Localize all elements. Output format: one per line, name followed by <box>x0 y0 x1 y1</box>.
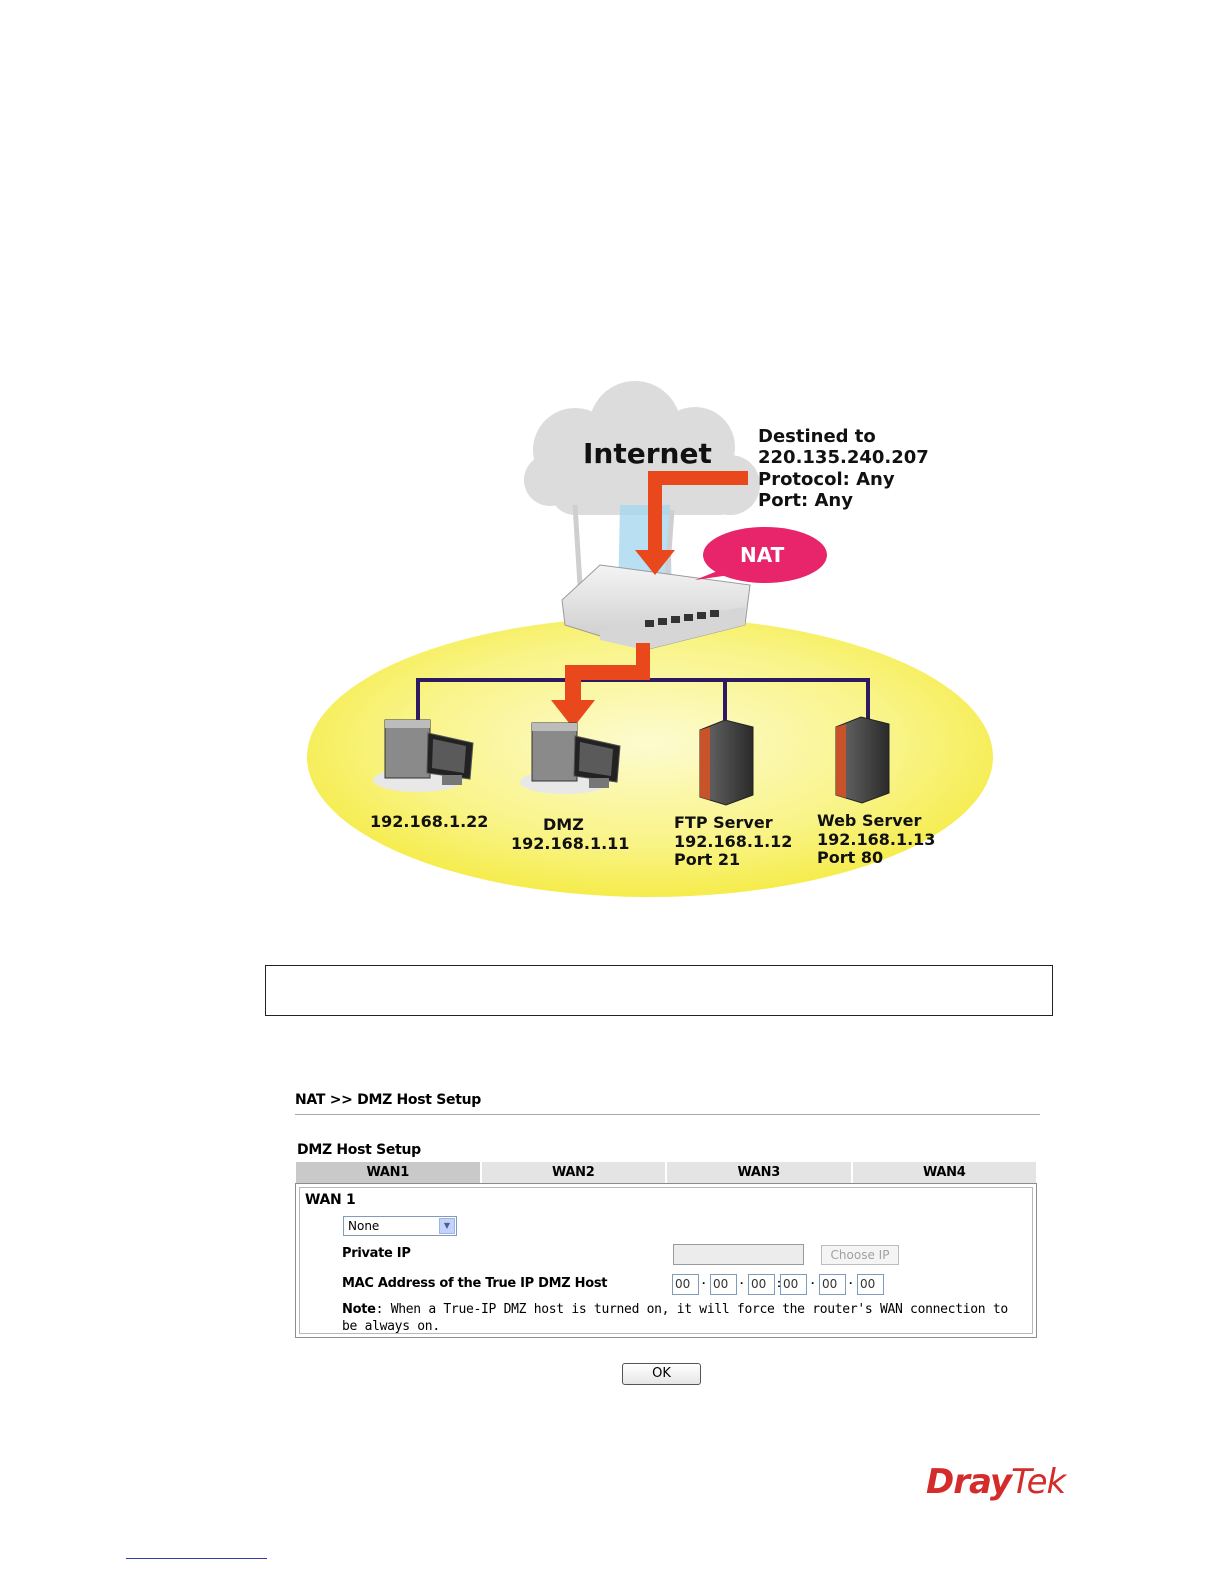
mac-octet-input[interactable]: 00 <box>672 1274 699 1295</box>
web-server-icon <box>835 716 890 804</box>
wan1-panel: WAN 1 None ▼ Private IP Choose IP MAC Ad… <box>295 1183 1037 1338</box>
mac-separator: · <box>849 1276 853 1290</box>
host-label: FTP Server <box>674 813 773 832</box>
mac-separator: : <box>777 1276 781 1290</box>
mac-octet-input[interactable]: 00 <box>819 1274 846 1295</box>
host-label: DMZ <box>543 815 584 834</box>
info-box <box>265 965 1053 1016</box>
select-value: None <box>348 1219 380 1233</box>
mac-separator: · <box>702 1276 706 1290</box>
internet-cloud <box>524 381 760 515</box>
destination-line: 220.135.240.207 <box>758 447 929 468</box>
tab-wan2[interactable]: WAN2 <box>480 1161 666 1183</box>
private-ip-label: Private IP <box>342 1246 411 1261</box>
breadcrumb: NAT >> DMZ Host Setup <box>295 1088 1040 1115</box>
note-label: Note <box>342 1302 376 1317</box>
tab-wan1[interactable]: WAN1 <box>295 1161 481 1183</box>
internet-label: Internet <box>583 437 712 470</box>
wan-tabs: WAN1 WAN2 WAN3 WAN4 <box>295 1161 1037 1183</box>
note-text: Note: When a True-IP DMZ host is turned … <box>342 1301 1012 1335</box>
router-icon <box>561 504 751 651</box>
destination-line: Destined to <box>758 426 876 447</box>
ok-button[interactable]: OK <box>622 1363 701 1385</box>
destination-line: Port: Any <box>758 490 853 511</box>
tab-wan4[interactable]: WAN4 <box>851 1161 1037 1183</box>
mac-octet-input[interactable]: 00 <box>857 1274 884 1295</box>
dmz-mode-select[interactable]: None ▼ <box>343 1216 457 1236</box>
logo-part: Dray <box>926 1462 1012 1502</box>
tab-wan3[interactable]: WAN3 <box>666 1161 852 1183</box>
section-title: DMZ Host Setup <box>297 1142 421 1158</box>
destination-info: Destined to 220.135.240.207 Protocol: An… <box>758 426 929 511</box>
private-ip-input[interactable] <box>673 1244 804 1265</box>
destination-line: Protocol: Any <box>758 469 895 490</box>
footer-rule <box>126 1558 267 1559</box>
nat-bubble <box>695 527 827 583</box>
host-label: Web Server <box>817 811 922 830</box>
dmz-host-setup-screenshot: NAT >> DMZ Host Setup DMZ Host Setup WAN… <box>295 1088 1040 1338</box>
pc-icon <box>373 719 474 792</box>
mac-separator: · <box>740 1276 744 1290</box>
mac-octet-input[interactable]: 00 <box>780 1274 807 1295</box>
host-label: 192.168.1.22 <box>370 812 488 831</box>
host-label: 192.168.1.12 <box>674 832 792 851</box>
note-body: : When a True-IP DMZ host is turned on, … <box>342 1302 1008 1334</box>
wan-label: WAN 1 <box>305 1192 356 1208</box>
dmz-arrow <box>551 643 650 728</box>
ftp-server-icon <box>699 719 754 806</box>
host-label: Port 80 <box>817 848 883 867</box>
incoming-arrow <box>635 471 748 575</box>
dmz-pc-icon <box>520 722 621 794</box>
mac-octet-input[interactable]: 00 <box>748 1274 775 1295</box>
host-label: 192.168.1.13 <box>817 830 935 849</box>
nat-label: NAT <box>740 543 785 567</box>
host-label: Port 21 <box>674 850 740 869</box>
chevron-down-icon[interactable]: ▼ <box>439 1218 455 1234</box>
host-label: 192.168.1.11 <box>511 834 629 853</box>
lan-ellipse <box>307 617 993 897</box>
mac-octet-input[interactable]: 00 <box>710 1274 737 1295</box>
choose-ip-button[interactable]: Choose IP <box>821 1245 899 1265</box>
logo-part: Tek <box>1011 1462 1066 1502</box>
mac-separator: · <box>811 1276 815 1290</box>
draytek-logo: DrayTek <box>926 1462 1066 1502</box>
mac-address-label: MAC Address of the True IP DMZ Host <box>342 1276 608 1291</box>
dmz-network-diagram: Internet Destined to 220.135.240.207 Pro… <box>307 381 993 897</box>
